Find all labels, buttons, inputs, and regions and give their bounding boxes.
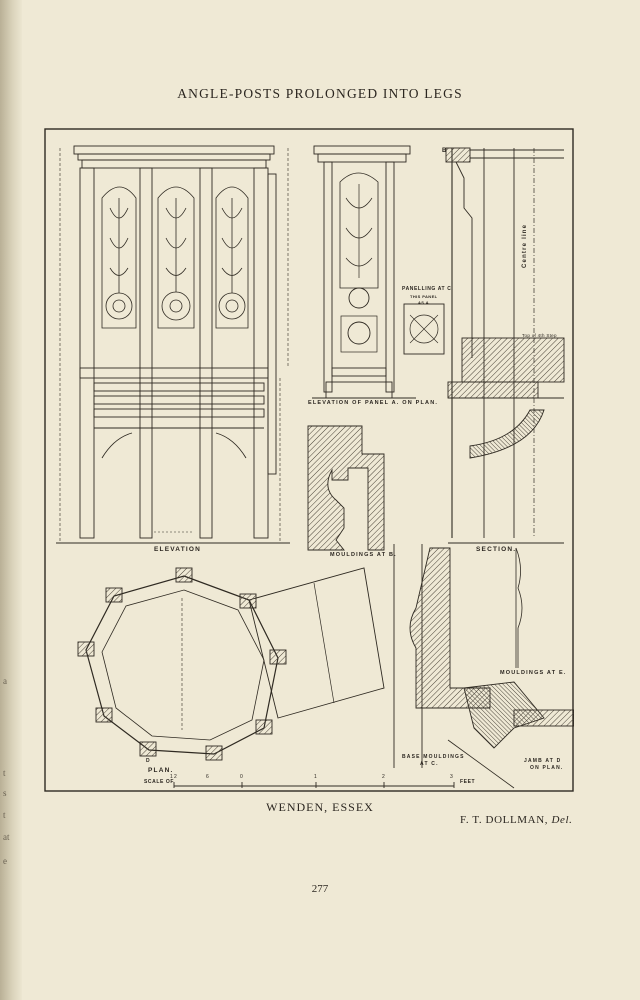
engraving-plate: ELEVATION ELEVATION OF PANEL A. ON PLAN.… [44, 128, 574, 792]
gutter-mark: at [3, 832, 10, 842]
label-scale-of: SCALE OF [144, 779, 175, 785]
gutter-mark: t [3, 810, 6, 820]
label-plan: PLAN. [148, 767, 174, 774]
label-section: SECTION. [476, 546, 517, 553]
scale-tick-label: 6 [206, 774, 210, 780]
label-jamb: JAMB AT D [524, 758, 562, 764]
scale-tick-label: 12 [170, 774, 178, 780]
scale-tick-label: 2 [382, 774, 386, 780]
panel-a-drawing [312, 145, 445, 399]
section-drawing [445, 147, 565, 544]
elevation-drawing [56, 145, 290, 544]
credit-suffix: Del. [551, 814, 573, 826]
scale-tick-label: 1 [314, 774, 318, 780]
label-on-plan: ON PLAN. [530, 765, 564, 771]
gutter-mark: s [3, 788, 7, 798]
label-as-a: AS A. [418, 300, 431, 305]
gutter-mark: t [3, 768, 6, 778]
label-panelling-c: PANELLING AT C. [402, 286, 454, 292]
page-number: 277 [311, 883, 329, 895]
label-top-step: Top of 4th Step [522, 333, 557, 338]
label-mouldings-b: MOULDINGS AT B. [330, 552, 397, 558]
label-feet: FEET [460, 779, 476, 785]
label-this-panel: THIS PANEL [410, 294, 438, 299]
scale-tick-label: 3 [450, 774, 454, 780]
label-panel-a: ELEVATION OF PANEL A. ON PLAN. [308, 400, 439, 406]
plate-caption: WENDEN, ESSEX [266, 800, 374, 814]
gutter-mark: e [3, 856, 7, 866]
mouldings-b-drawing [307, 425, 385, 551]
label-elevation: ELEVATION [154, 546, 202, 553]
label-base-mouldings: BASE MOULDINGS [402, 754, 465, 760]
credit-name: F. T. DOLLMAN, [460, 814, 549, 826]
label-mouldings-e: MOULDINGS AT E. [500, 670, 567, 676]
label-letter-d: D [146, 758, 151, 764]
scale-bar [173, 782, 455, 788]
gutter-mark: a [3, 676, 7, 686]
label-centre-line: Centre line [522, 223, 528, 268]
scale-tick-label: 0 [240, 774, 244, 780]
label-at-c: AT C. [420, 761, 439, 767]
page-header: ANGLE-POSTS PROLONGED INTO LEGS [177, 86, 463, 101]
label-letter-b: B [442, 148, 448, 154]
book-gutter: a t s t at e [0, 0, 22, 1000]
illustrator-credit: F. T. DOLLMAN, Del. [460, 814, 573, 826]
lower-right-drawings [393, 544, 574, 789]
plate-drawing [44, 128, 574, 792]
plan-drawing [77, 567, 385, 761]
